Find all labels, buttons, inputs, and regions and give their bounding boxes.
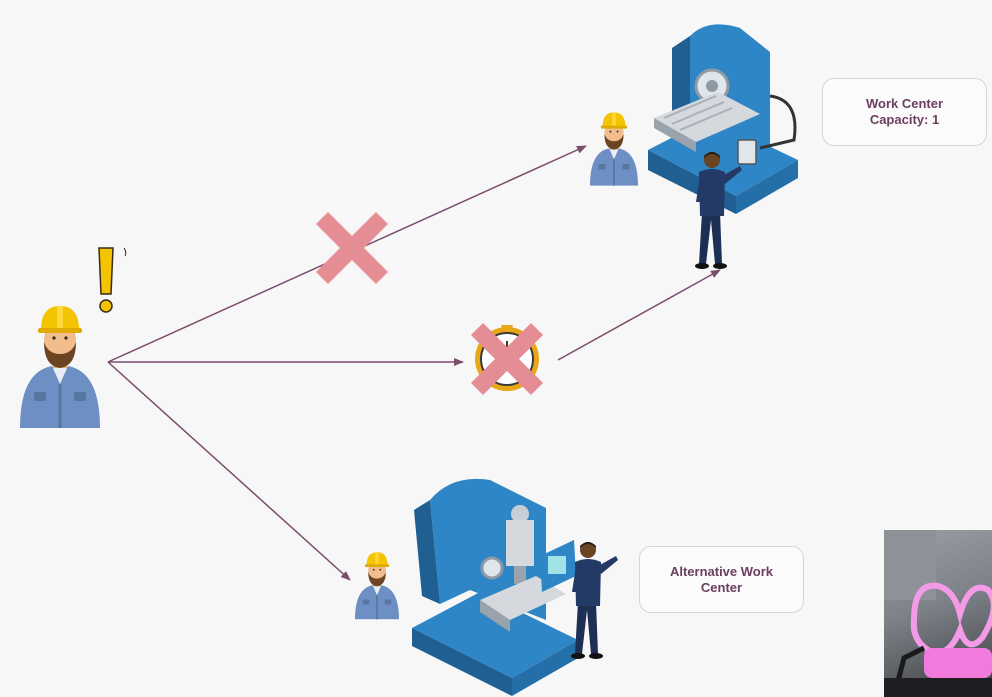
webcam-scene xyxy=(884,530,992,697)
arrow-wait-to-work-center xyxy=(557,269,721,361)
worker-icon xyxy=(590,112,638,186)
alternative-work-center-line-1: Alternative Work xyxy=(669,563,774,579)
alternative-work-center-label: Alternative Work Center xyxy=(639,546,804,613)
operator-icon xyxy=(571,542,618,659)
work-center-line-1: Work Center xyxy=(865,96,944,111)
milling-machine-icon xyxy=(412,478,578,696)
work-center-label: Work Center Capacity: 1 xyxy=(822,78,987,146)
worker-icon xyxy=(355,552,399,620)
arrow-to-alternative xyxy=(107,361,351,581)
milling-machine-icon xyxy=(648,24,798,214)
work-center-line-2: Capacity: 1 xyxy=(869,112,940,127)
alternative-work-center-line-2: Center xyxy=(700,579,743,595)
cross-icon xyxy=(322,218,382,278)
worker-icon xyxy=(20,306,100,428)
webcam-overlay xyxy=(884,530,992,697)
warning-icon xyxy=(98,247,127,313)
